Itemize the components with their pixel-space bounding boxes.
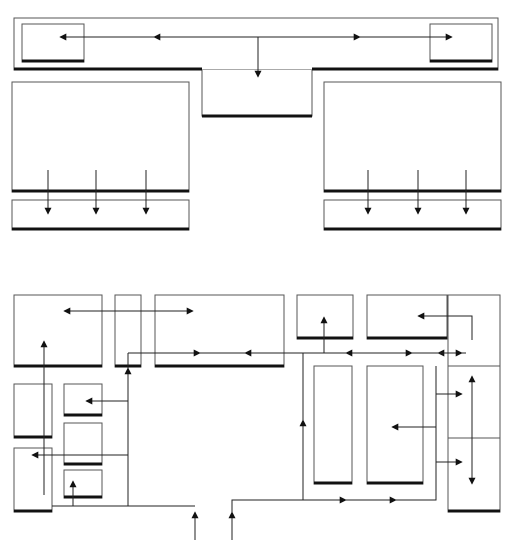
- b-box-i: [13, 447, 53, 513]
- top-section: [11, 17, 502, 231]
- b-box-k: [313, 365, 353, 485]
- b-box-m: [447, 294, 501, 513]
- b-box-a: [13, 294, 103, 368]
- top-header-tab: [201, 70, 313, 117]
- bottom-section: [13, 294, 501, 540]
- top-header-box: [13, 17, 499, 71]
- left-strip-box: [11, 199, 190, 231]
- b-box-d: [296, 294, 354, 340]
- b-box-f: [13, 383, 53, 439]
- top-left-inner-box: [21, 23, 85, 63]
- right-strip-box: [323, 199, 502, 231]
- b-box-h: [63, 422, 103, 466]
- b-box-j: [63, 469, 103, 499]
- conn-e-left: [417, 312, 473, 340]
- top-right-inner-box: [429, 23, 493, 63]
- b-box-c: [154, 294, 285, 368]
- right-large-box: [323, 81, 502, 193]
- b-box-l: [366, 365, 424, 485]
- left-large-box: [11, 81, 190, 193]
- b-box-e: [366, 294, 448, 340]
- b-box-g: [63, 383, 103, 417]
